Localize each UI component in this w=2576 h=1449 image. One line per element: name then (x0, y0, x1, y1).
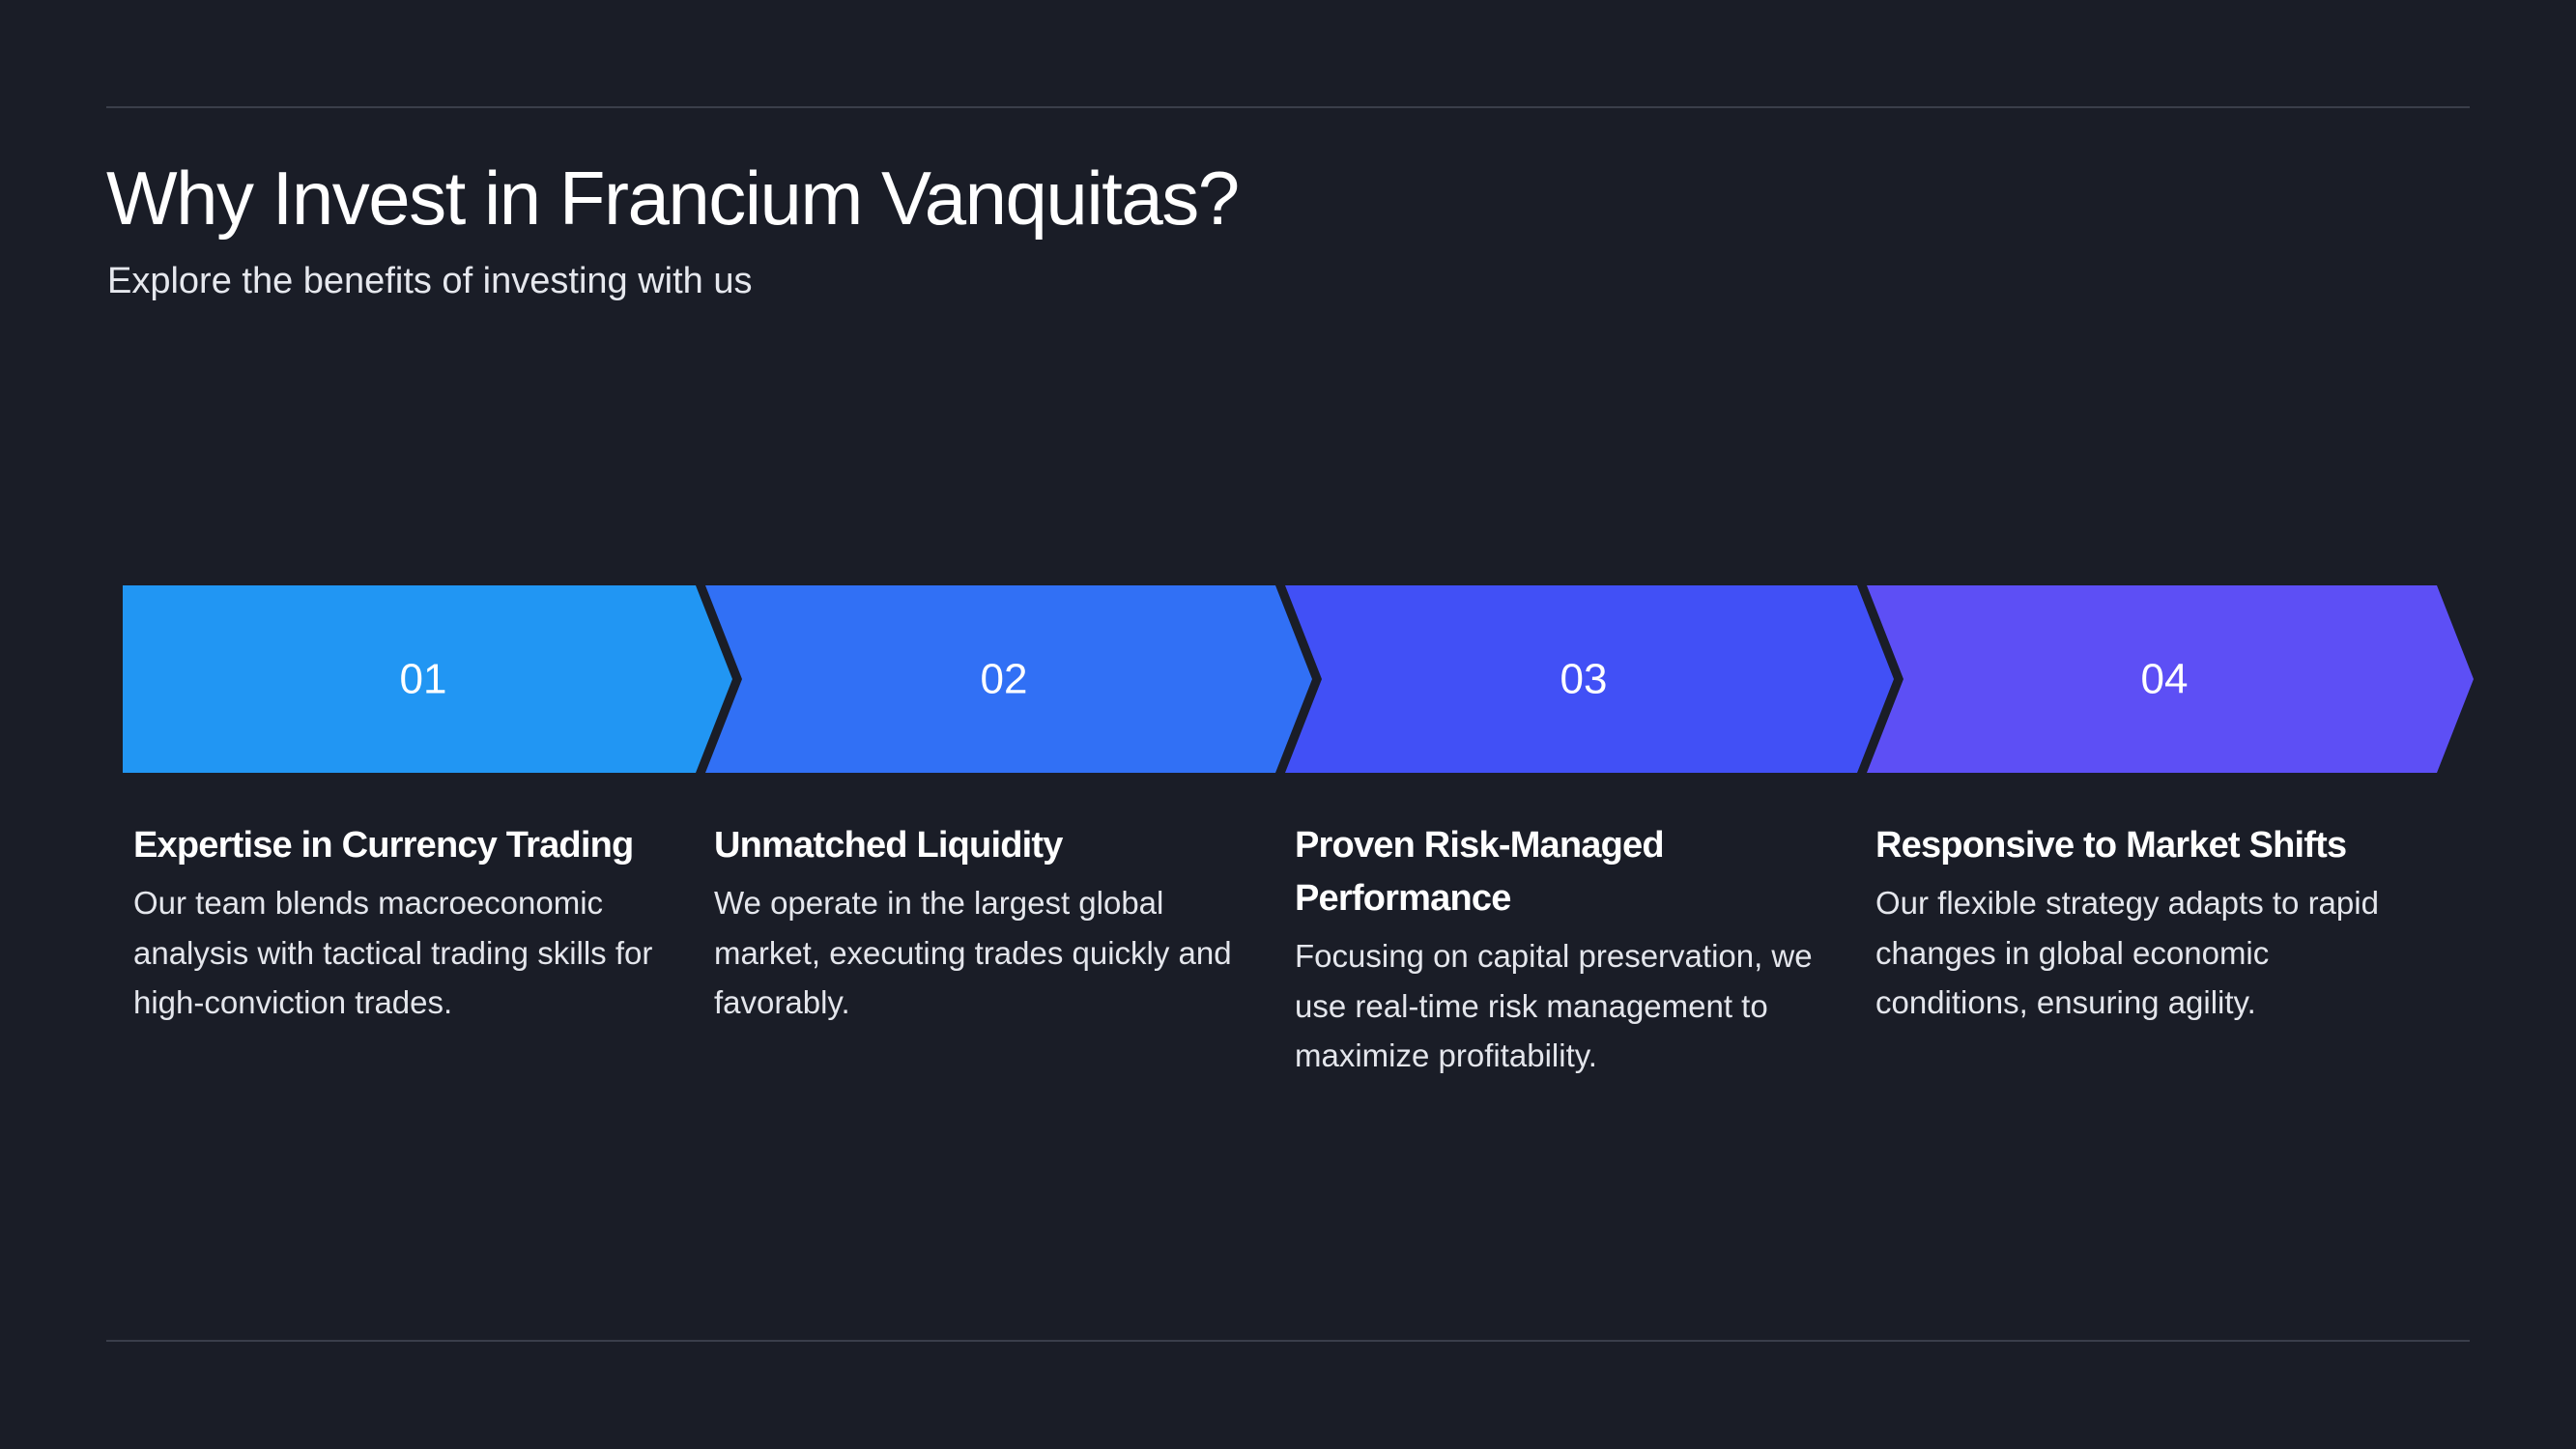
chevron-step-4: 04 (1867, 585, 2474, 773)
bottom-divider (106, 1340, 2470, 1342)
step-description: Our team blends macroeconomic analysis w… (133, 885, 653, 1020)
step-card-3: Proven Risk-Managed Performance Focusing… (1295, 819, 1836, 1081)
chevron-number-2: 02 (981, 656, 1028, 703)
chevron-number-4: 04 (2141, 656, 2189, 703)
chevron-shape-1 (123, 585, 732, 773)
step-card-2: Unmatched Liquidity We operate in the la… (714, 819, 1255, 1028)
chevron-number-3: 03 (1560, 656, 1608, 703)
chevron-step-2: 02 (705, 585, 1312, 773)
step-description: We operate in the largest global market,… (714, 885, 1232, 1020)
step-title: Proven Risk-Managed Performance (1295, 825, 1665, 919)
chevron-step-3: 03 (1285, 585, 1894, 773)
step-title: Unmatched Liquidity (714, 825, 1063, 866)
step-card-4: Responsive to Market Shifts Our flexible… (1875, 819, 2417, 1028)
chevron-step-1: 01 (123, 585, 732, 773)
chevron-shape-2 (705, 585, 1312, 773)
step-card-1: Expertise in Currency Trading Our team b… (133, 819, 674, 1028)
step-description: Our flexible strategy adapts to rapid ch… (1875, 885, 2379, 1020)
page-subtitle: Explore the benefits of investing with u… (107, 261, 753, 301)
step-description: Focusing on capital preservation, we use… (1295, 938, 1813, 1073)
step-title: Responsive to Market Shifts (1875, 825, 2347, 866)
chevron-shape-3 (1285, 585, 1894, 773)
chevron-number-1: 01 (400, 656, 447, 703)
top-divider (106, 106, 2470, 108)
chevron-shape-4 (1867, 585, 2474, 773)
step-title: Expertise in Currency Trading (133, 825, 634, 866)
page-title: Why Invest in Francium Vanquitas? (106, 156, 1240, 241)
